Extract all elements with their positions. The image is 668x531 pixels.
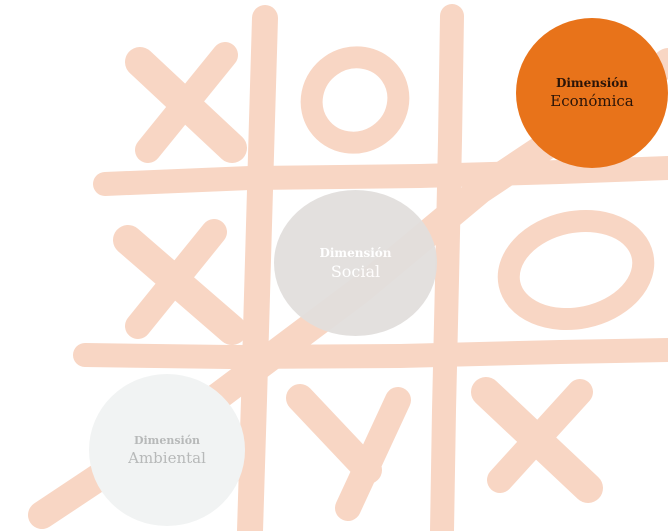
dimension-economica-circle: Dimensión Económica	[516, 18, 668, 168]
dimension-social-circle: Dimensión Social	[274, 190, 437, 336]
x-mark-bottom-center	[286, 384, 382, 484]
x-mark-bottom-center	[335, 387, 411, 521]
grid-horizontal-bottom	[73, 338, 668, 369]
dimension-economica-line1: Dimensión	[555, 76, 629, 90]
dimension-ambiental-line2: Ambiental	[128, 448, 206, 467]
x-mark-bottom-right	[487, 379, 593, 493]
o-mark-top-center	[300, 46, 410, 154]
grid-vertical-right	[430, 4, 464, 531]
dimension-ambiental-line1: Dimensión	[133, 433, 201, 447]
dimension-social-line1: Dimensión	[319, 245, 392, 260]
x-mark-top-left	[135, 42, 238, 163]
dimension-economica-line2: Económica	[550, 92, 634, 110]
x-mark-middle-left	[125, 219, 227, 339]
dimension-social-line2: Social	[330, 261, 381, 281]
board-marks	[113, 42, 655, 521]
o-mark-middle-right	[497, 209, 655, 331]
dimension-ambiental-circle: Dimensión Ambiental	[89, 374, 245, 526]
grid-vertical-left	[237, 5, 278, 531]
grid-horizontal-top	[93, 156, 668, 196]
